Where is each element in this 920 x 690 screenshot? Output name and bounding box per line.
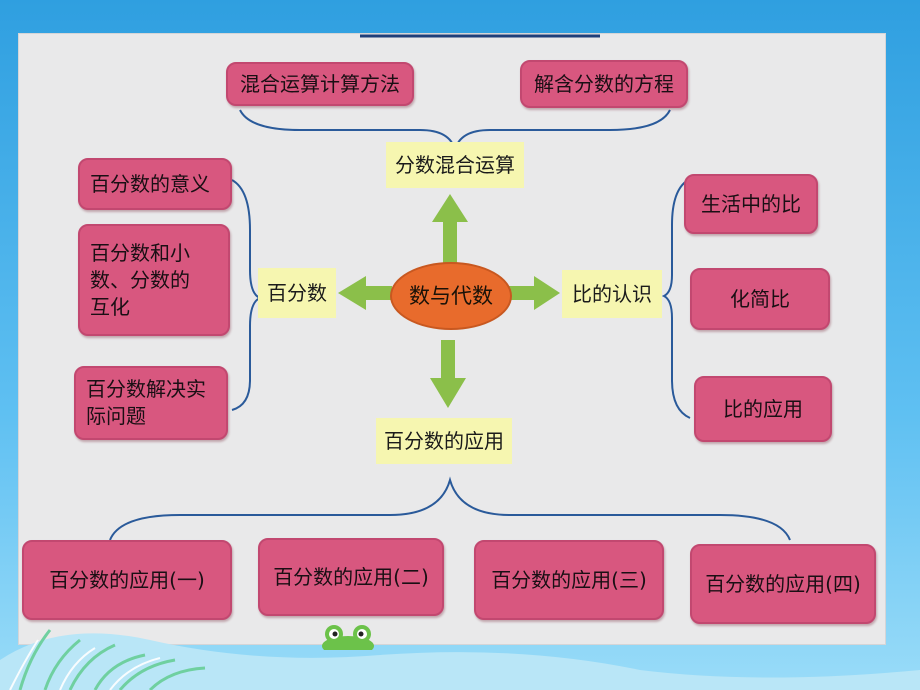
bottom-brace xyxy=(109,476,791,541)
right-item-2: 化简比 xyxy=(690,268,830,330)
right-item-3: 比的应用 xyxy=(694,376,832,442)
bottom-item-4-label: 百分数的应用(四) xyxy=(705,571,861,596)
bottom-item-2: 百分数的应用(二) xyxy=(258,538,444,616)
arrow-left xyxy=(338,276,392,310)
left-hub-label: 百分数 xyxy=(267,280,327,305)
right-item-3-label: 比的应用 xyxy=(723,396,803,421)
top-item-1: 混合运算计算方法 xyxy=(226,62,414,106)
arrow-down xyxy=(430,340,466,408)
arrow-up xyxy=(432,194,468,264)
bottom-hub-label: 百分数的应用 xyxy=(384,428,504,453)
left-item-1: 百分数的意义 xyxy=(78,158,232,210)
left-item-3-label: 百分数解决实际问题 xyxy=(86,377,206,428)
center-node: 数与代数 xyxy=(390,262,512,330)
frog-icon xyxy=(322,625,374,650)
top-item-2: 解含分数的方程 xyxy=(520,60,688,108)
bottom-item-3-label: 百分数的应用(三) xyxy=(491,567,647,592)
right-item-2-label: 化简比 xyxy=(730,286,790,311)
grass-decoration xyxy=(0,629,920,690)
top-hub-label: 分数混合运算 xyxy=(395,152,515,177)
right-hub-label: 比的认识 xyxy=(572,281,652,306)
bottom-item-4: 百分数的应用(四) xyxy=(690,544,876,624)
bottom-item-1: 百分数的应用(一) xyxy=(22,540,232,620)
left-hub: 百分数 xyxy=(258,268,336,318)
right-brace xyxy=(661,179,691,419)
left-item-3: 百分数解决实际问题 xyxy=(74,366,228,440)
bottom-item-3: 百分数的应用(三) xyxy=(474,540,664,620)
right-hub: 比的认识 xyxy=(562,270,662,318)
left-brace xyxy=(231,179,263,411)
center-label: 数与代数 xyxy=(409,283,493,308)
right-item-1: 生活中的比 xyxy=(684,174,818,234)
right-item-1-label: 生活中的比 xyxy=(701,191,801,216)
left-item-2: 百分数和小数、分数的互化 xyxy=(78,224,230,336)
left-item-2-label: 百分数和小数、分数的互化 xyxy=(90,240,190,319)
top-item-2-label: 解含分数的方程 xyxy=(534,71,674,96)
left-item-1-label: 百分数的意义 xyxy=(90,171,210,196)
top-item-1-label: 混合运算计算方法 xyxy=(240,71,400,96)
bottom-hub: 百分数的应用 xyxy=(376,418,512,464)
top-hub: 分数混合运算 xyxy=(386,142,524,188)
bottom-item-1-label: 百分数的应用(一) xyxy=(49,567,205,592)
bottom-item-2-label: 百分数的应用(二) xyxy=(273,564,429,589)
arrow-right xyxy=(508,276,560,310)
